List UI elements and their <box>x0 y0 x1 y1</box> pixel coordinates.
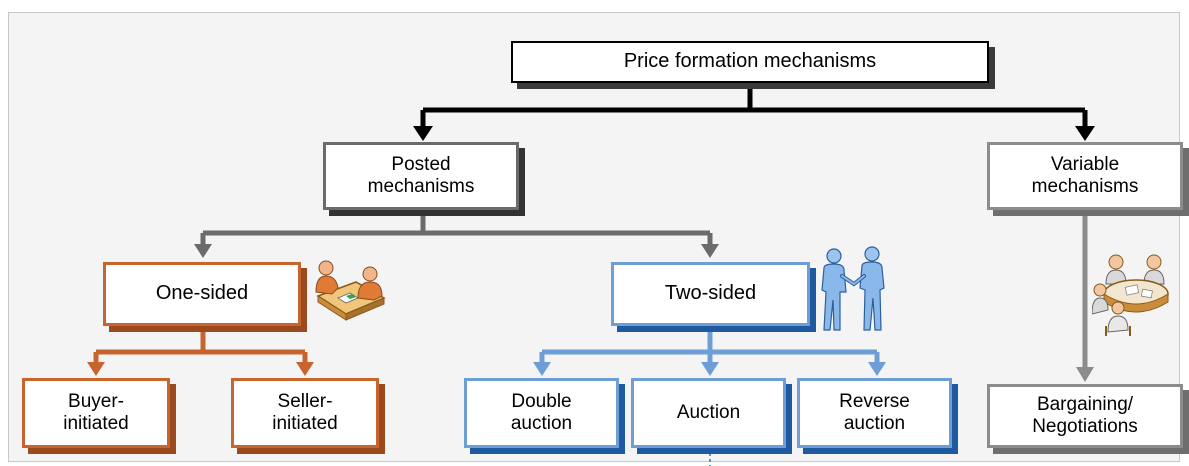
arrow-to-two-sided <box>701 244 719 258</box>
arrow-to-one-sided <box>194 244 212 258</box>
connector-root <box>420 82 1088 128</box>
node-bargaining[interactable]: Bargaining/ Negotiations <box>987 384 1183 448</box>
connector-two-sided <box>539 326 880 364</box>
round-table-meeting-icon <box>1092 254 1169 336</box>
node-one-sided-label: One-sided <box>155 282 249 305</box>
node-bargaining-label-1: Bargaining/ <box>1036 393 1134 415</box>
arrow-to-double <box>533 362 551 376</box>
node-posted[interactable]: Posted mechanisms <box>323 142 519 210</box>
node-one-sided[interactable]: One-sided <box>103 262 301 326</box>
node-posted-label-2: mechanisms <box>367 176 475 197</box>
node-seller-label-2: initiated <box>272 413 338 434</box>
node-bargaining-label-2: Negotiations <box>1032 416 1138 437</box>
node-variable[interactable]: Variable mechanisms <box>987 142 1183 210</box>
node-auction-label: Auction <box>676 401 741 423</box>
arrow-to-seller <box>296 362 314 376</box>
node-double-label-1: Double <box>511 390 572 412</box>
node-root-label: Price formation mechanisms <box>623 50 877 73</box>
handshake-icon <box>821 246 885 331</box>
connector-posted <box>200 210 713 246</box>
node-buyer-label-1: Buyer- <box>68 390 124 412</box>
arrow-to-posted <box>413 126 433 141</box>
arrow-to-variable <box>1075 126 1095 141</box>
node-variable-label-2: mechanisms <box>1031 176 1139 197</box>
node-double-auction[interactable]: Double auction <box>464 378 619 448</box>
node-seller-label-1: Seller- <box>277 390 333 412</box>
desk-meeting-icon <box>315 260 386 321</box>
arrow-to-reverse <box>868 362 886 376</box>
node-posted-label-1: Posted <box>391 153 451 175</box>
node-two-sided-label: Two-sided <box>664 282 757 305</box>
node-seller-initiated[interactable]: Seller- initiated <box>231 378 379 448</box>
node-root[interactable]: Price formation mechanisms <box>511 41 989 83</box>
arrow-to-buyer <box>87 362 105 376</box>
node-buyer-label-2: initiated <box>63 413 129 434</box>
arrow-to-bargaining <box>1076 367 1094 382</box>
node-buyer-initiated[interactable]: Buyer- initiated <box>22 378 170 448</box>
node-auction[interactable]: Auction <box>631 378 786 448</box>
node-reverse-label-2: auction <box>843 413 906 434</box>
node-variable-label-1: Variable <box>1050 153 1120 175</box>
node-reverse-label-1: Reverse <box>839 390 910 412</box>
node-two-sided[interactable]: Two-sided <box>611 262 810 326</box>
node-reverse-auction[interactable]: Reverse auction <box>797 378 952 448</box>
arrow-to-auction <box>701 362 719 376</box>
node-double-label-2: auction <box>510 413 573 434</box>
connector-one-sided <box>93 326 308 364</box>
